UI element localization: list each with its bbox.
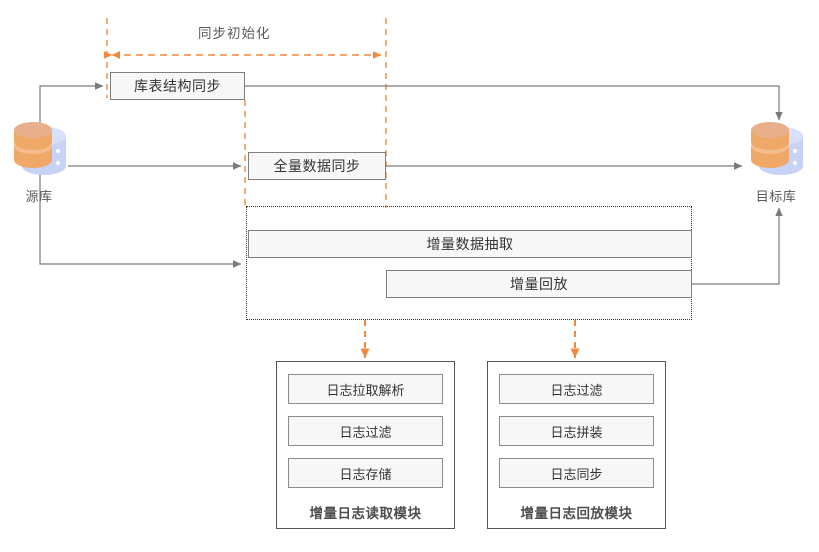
module-item-log-filter[interactable]: 日志过滤	[499, 374, 654, 404]
init-span-guides	[106, 18, 387, 208]
source-database-label: 源库	[25, 190, 53, 205]
incremental-stage-group	[246, 206, 692, 320]
source-database[interactable]: 源库	[8, 122, 70, 205]
module-item-log-sync[interactable]: 日志同步	[499, 458, 654, 488]
edge-source-to-incremental-extract	[39, 166, 242, 268]
target-database-label: 目标库	[755, 190, 797, 205]
node-full-data-sync[interactable]: 全量数据同步	[248, 152, 386, 180]
node-incremental-replay[interactable]: 增量回放	[386, 270, 692, 298]
init-span-label: 同步初始化	[198, 26, 271, 42]
module-title-log-replay: 增量日志回放模块	[520, 506, 633, 522]
module-incremental-log-read[interactable]: 日志拉取解析 日志过滤 日志存储 增量日志读取模块	[276, 361, 455, 529]
module-item-log-assemble[interactable]: 日志拼装	[499, 416, 654, 446]
edge-schema-sync-to-target	[245, 85, 783, 121]
database-icon	[751, 122, 803, 175]
target-database[interactable]: 目标库	[745, 122, 807, 205]
module-title-log-read: 增量日志读取模块	[309, 506, 422, 522]
init-span-arrow	[104, 51, 382, 59]
node-schema-sync[interactable]: 库表结构同步	[110, 72, 245, 100]
module-item-log-pull-parse[interactable]: 日志拉取解析	[288, 374, 443, 404]
database-icon	[14, 122, 66, 175]
module-item-log-storage[interactable]: 日志存储	[288, 458, 443, 488]
edge-incremental-replay-to-target	[692, 207, 783, 285]
module-incremental-log-replay[interactable]: 日志过滤 日志拼装 日志同步 增量日志回放模块	[487, 361, 666, 529]
node-incremental-extract[interactable]: 增量数据抽取	[248, 230, 692, 258]
module-item-log-filter[interactable]: 日志过滤	[288, 416, 443, 446]
